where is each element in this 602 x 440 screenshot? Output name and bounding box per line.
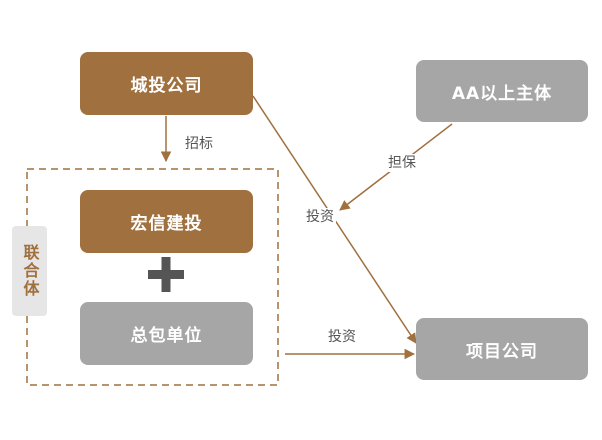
node-xiangmu: 项目公司 bbox=[416, 318, 588, 380]
edge-label-touzi-1: 投资 bbox=[304, 208, 336, 226]
consortium-dashed-border bbox=[26, 168, 279, 386]
node-aa-entity: AA以上主体 bbox=[416, 60, 588, 122]
edge-label-zhaobiao: 招标 bbox=[183, 135, 215, 153]
node-zongbao: 总包单位 bbox=[80, 302, 253, 365]
edge-label-danbao: 担保 bbox=[386, 154, 418, 172]
node-hongxin: 宏信建投 bbox=[80, 190, 253, 253]
consortium-label: 联合体 bbox=[12, 226, 47, 316]
plus-icon bbox=[148, 257, 184, 292]
node-chengtou: 城投公司 bbox=[80, 52, 253, 115]
edge-label-touzi-2: 投资 bbox=[326, 328, 358, 346]
